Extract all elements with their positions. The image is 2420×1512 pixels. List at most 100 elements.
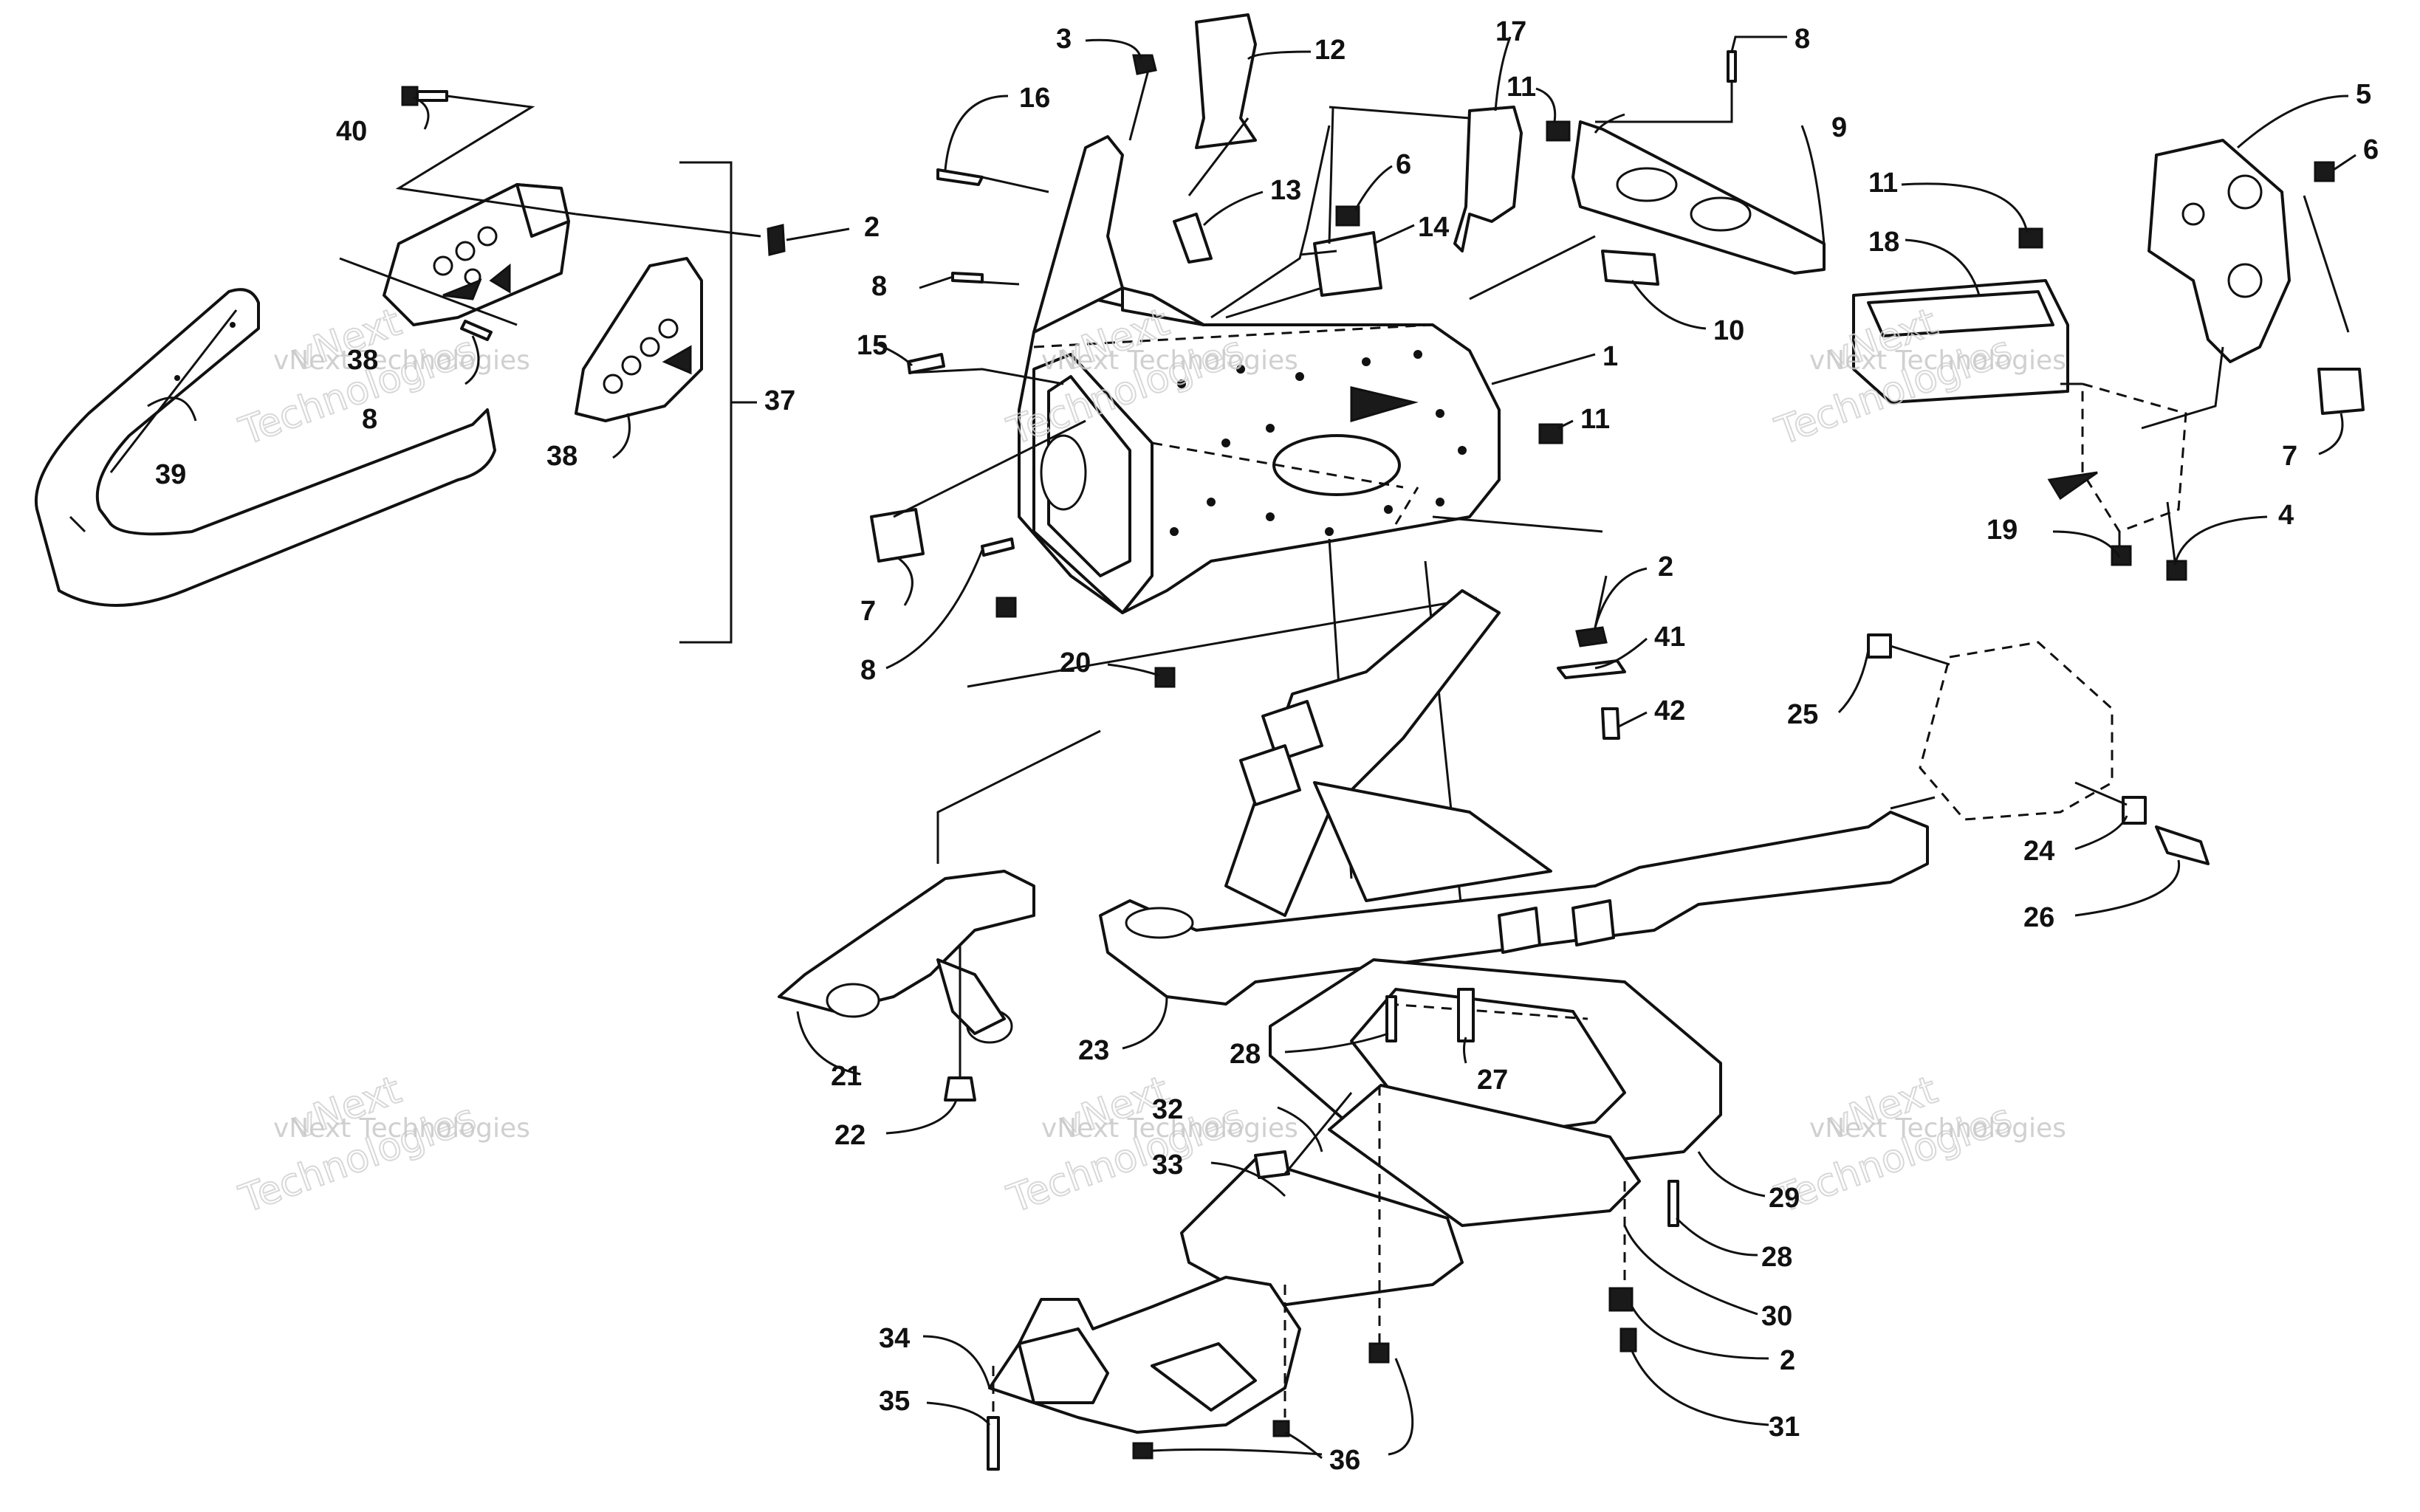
watermark-text-4b: vNext Technologies: [273, 1113, 530, 1144]
callout-28a: 28: [1230, 1039, 1261, 1070]
screw-part-8a: [1727, 50, 1737, 83]
skid-plate-part-30: [1328, 1084, 1641, 1227]
callout-10: 10: [1713, 315, 1744, 346]
bolt-part-36a: [1132, 1442, 1154, 1460]
callout-1: 1: [1603, 341, 1618, 372]
callout-38b: 38: [546, 441, 577, 472]
frame-rails: [778, 589, 2210, 1102]
skid-plate-assembly: [987, 958, 1722, 1471]
block-part-7: [870, 508, 925, 563]
plate-part-12: [1195, 13, 1257, 149]
bumper-bracket-part-38: [575, 257, 703, 422]
callout-25: 25: [1787, 699, 1818, 730]
bumper-assembly: [34, 86, 786, 644]
nut-part-6b: [2314, 161, 2335, 182]
callout-2c: 2: [1780, 1345, 1795, 1376]
front-frame-assembly: [870, 13, 1826, 953]
bolt-part-26: [2155, 825, 2210, 865]
screw-part-16: [936, 168, 984, 186]
bolt-part-31: [1619, 1327, 1637, 1353]
callout-2b: 2: [1658, 551, 1673, 583]
bolt-part-42: [1601, 707, 1620, 740]
callout-11c: 11: [1868, 168, 1898, 199]
direction-arrow-right: [2047, 471, 2098, 501]
bracket-part-21: [778, 870, 1035, 1013]
callout-leaders: [147, 35, 2356, 1460]
bolt-part-28a: [1385, 995, 1397, 1042]
nut-part-11c: [2018, 227, 2043, 249]
callout-41: 41: [1654, 622, 1685, 653]
callout-12: 12: [1314, 35, 1346, 66]
bolt-part-4: [2166, 560, 2187, 581]
bolt-part-36c: [1368, 1342, 1390, 1364]
watermark-text-5b: vNext Technologies: [1041, 1113, 1298, 1144]
bolt-part-20: [995, 597, 1017, 618]
watermark-text-6b: vNext Technologies: [1809, 1113, 2066, 1144]
callout-2a: 2: [864, 212, 880, 243]
bracket-part-17: [1453, 106, 1523, 252]
callout-30: 30: [1761, 1301, 1792, 1332]
bolt-part-25: [1867, 633, 1892, 659]
screw-part-15: [907, 353, 945, 374]
bolt-part-27: [1457, 988, 1475, 1042]
watermark-text-2b: vNext Technologies: [1041, 346, 1298, 376]
callout-37: 37: [764, 385, 795, 416]
callout-14: 14: [1418, 212, 1449, 243]
callout-4: 4: [2278, 500, 2294, 531]
callout-6a: 6: [1396, 149, 1411, 180]
callout-33: 33: [1152, 1150, 1183, 1181]
callout-7b: 7: [2282, 441, 2297, 472]
callout-34: 34: [879, 1323, 910, 1354]
bolt-part-20b: [1154, 667, 1176, 688]
bolt-part-40: [401, 86, 448, 106]
front-bumper-part-39: [34, 288, 496, 607]
callout-40: 40: [336, 116, 367, 147]
bolt-part-28b: [1667, 1180, 1679, 1227]
rear-bracket-dashed: [1919, 641, 2114, 821]
bolt-part-35: [987, 1416, 1000, 1471]
callout-8c: 8: [860, 655, 876, 686]
callout-15: 15: [857, 330, 888, 361]
screw-part-3: [1132, 54, 1157, 75]
callout-38a: 38: [347, 345, 378, 376]
callout-28b: 28: [1761, 1242, 1792, 1273]
callout-29: 29: [1769, 1183, 1800, 1214]
callout-11b: 11: [1580, 404, 1610, 435]
callout-26: 26: [2023, 902, 2054, 933]
screw-part-8b: [951, 272, 984, 284]
callout-20: 20: [1060, 647, 1091, 678]
nut-part-11a: [1546, 120, 1571, 142]
nut-part-6: [1335, 205, 1360, 227]
callout-42: 42: [1654, 695, 1685, 726]
callout-5: 5: [2356, 79, 2371, 110]
callout-18: 18: [1868, 227, 1899, 258]
bolt-part-19: [2111, 545, 2132, 566]
callout-13: 13: [1270, 175, 1301, 206]
watermark-text-1b: vNext Technologies: [273, 346, 530, 376]
callout-24: 24: [2023, 836, 2054, 867]
callout-11a: 11: [1506, 72, 1536, 103]
watermark-text-3b: vNext Technologies: [1809, 346, 2066, 376]
callout-31: 31: [1769, 1412, 1800, 1443]
clip-part-32: [1254, 1150, 1290, 1179]
fastener-part-22: [944, 1076, 976, 1102]
callout-17: 17: [1495, 16, 1526, 47]
clip-part-2b: [1575, 626, 1608, 647]
clip-part-2c: [1608, 1287, 1634, 1312]
callout-21: 21: [831, 1061, 862, 1092]
callout-8a: 8: [1795, 24, 1810, 55]
callout-23: 23: [1078, 1035, 1109, 1066]
callout-39: 39: [155, 459, 186, 490]
washer-part-41: [1557, 659, 1626, 679]
callout-7a: 7: [860, 596, 876, 627]
tab-part-10: [1601, 250, 1659, 286]
bracket-part-14: [1313, 231, 1382, 297]
callout-22: 22: [834, 1120, 865, 1151]
callout-36: 36: [1329, 1445, 1360, 1476]
strip-part-13: [1173, 213, 1213, 264]
callout-labels: 40 2 38 8 37 38 39 3 12 16 13 6 14 17 11…: [155, 16, 2379, 1476]
clip-part-2: [767, 224, 786, 256]
block-part-7b: [2317, 368, 2365, 415]
callout-16: 16: [1019, 83, 1050, 114]
